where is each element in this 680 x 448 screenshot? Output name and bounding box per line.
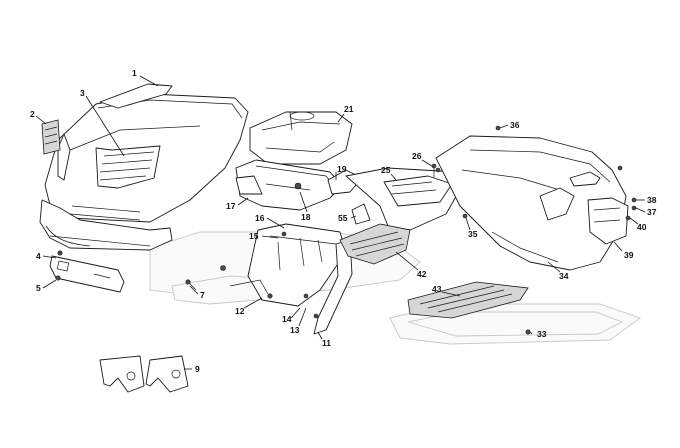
callout-39: 39	[624, 250, 634, 260]
callout-37: 37	[647, 207, 657, 217]
callout-2: 2	[30, 109, 35, 119]
callout-40: 40	[637, 222, 647, 232]
rear-fender-34	[435, 135, 627, 271]
callout-5: 5	[36, 283, 41, 293]
floor-panel-16	[229, 223, 347, 307]
front-plate-4	[49, 250, 125, 293]
fasteners-rear	[435, 125, 637, 221]
callout-7: 7	[200, 290, 205, 300]
callout-12: 12	[235, 306, 245, 316]
callout-4: 4	[36, 251, 41, 261]
callout-36: 36	[510, 120, 520, 130]
brackets-9	[99, 355, 189, 393]
knob-55	[351, 203, 371, 225]
dash-cover-21	[249, 111, 353, 165]
headlight-lens-2	[41, 119, 61, 155]
callout-34: 34	[559, 271, 569, 281]
callout-16: 16	[255, 213, 265, 223]
callout-25: 25	[381, 165, 391, 175]
bolt-7	[185, 265, 226, 291]
front-hood	[39, 83, 249, 251]
callout-35: 35	[468, 229, 478, 239]
callout-19: 19	[337, 164, 347, 174]
callout-14: 14	[282, 314, 292, 324]
callout-55: 55	[338, 213, 348, 223]
callout-18: 18	[301, 212, 311, 222]
callout-13: 13	[290, 325, 300, 335]
callout-42: 42	[417, 269, 427, 279]
callout-3: 3	[80, 88, 85, 98]
callout-26: 26	[412, 151, 422, 161]
callout-38: 38	[647, 195, 657, 205]
rear-hitch-39	[587, 197, 629, 245]
hood-grille	[95, 145, 161, 189]
callout-11: 11	[322, 338, 331, 348]
callout-1: 1	[132, 68, 137, 78]
callout-33: 33	[537, 329, 547, 339]
callout-15: 15	[249, 231, 259, 241]
fasteners-misc	[431, 163, 531, 335]
mat-43	[407, 281, 529, 319]
callout-labels: 1 2 3 4 5 7 9 11 12 13 14 15 16 17 18 19…	[30, 68, 657, 374]
front-bumper	[39, 199, 173, 251]
callout-17: 17	[226, 201, 236, 211]
leader-lines	[35, 75, 646, 370]
seat-pan-25	[345, 167, 463, 231]
mat-42	[339, 223, 411, 265]
callout-9: 9	[195, 364, 200, 374]
callout-43: 43	[432, 284, 442, 294]
callout-21: 21	[344, 104, 354, 114]
hood-top-trim	[99, 83, 173, 109]
